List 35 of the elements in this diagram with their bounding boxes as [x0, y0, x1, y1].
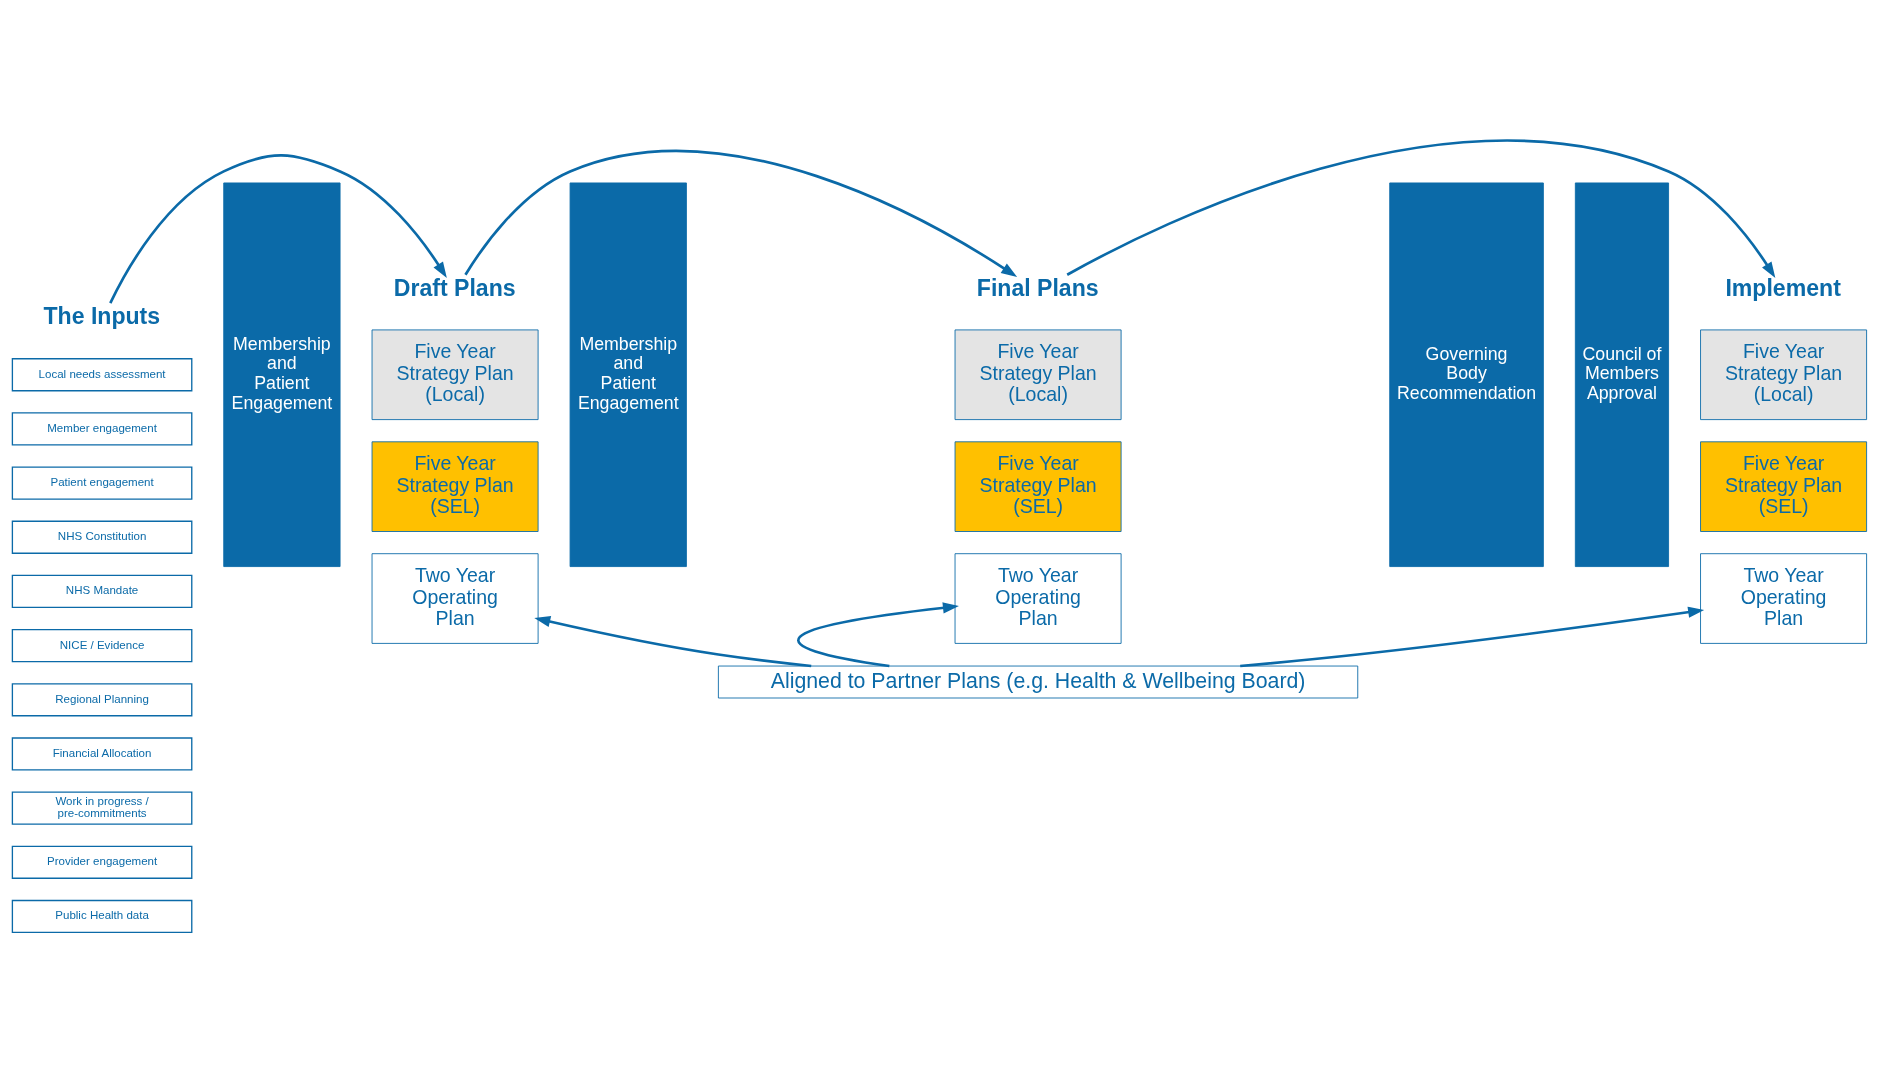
arrow [797, 602, 959, 668]
node-text: Implement [1725, 274, 1841, 301]
arrow [1240, 606, 1705, 668]
node-box: Membership and Patient Engagement [223, 182, 341, 568]
node-box: Governing Body Recommendation [1389, 182, 1544, 568]
node-box: Five Year Strategy Plan (SEL) [371, 441, 539, 532]
node-box: Two Year Operating Plan [371, 553, 539, 644]
node-box: Provider engagement [11, 845, 193, 879]
arrow [464, 150, 1018, 278]
arrow [534, 616, 812, 668]
arrow [109, 154, 447, 304]
node-box: Two Year Operating Plan [1700, 553, 1868, 644]
node-text: The Inputs [43, 303, 161, 330]
node-box: NHS Mandate [11, 574, 193, 609]
node-box: Member engagement [11, 412, 193, 446]
node-text: Draft Plans [393, 274, 516, 301]
node-box: Financial Allocation [11, 737, 193, 771]
node-box: Five Year Strategy Plan (SEL) [954, 441, 1122, 532]
node-box: Two Year Operating Plan [954, 553, 1122, 644]
node-box: Aligned to Partner Plans (e.g. Health & Wellbeing Board) [717, 665, 1359, 699]
node-box: Five Year Strategy Plan (SEL) [1700, 441, 1868, 532]
node-box: Regional Planning [11, 683, 193, 717]
node-box: Five Year Strategy Plan (Local) [954, 329, 1122, 421]
node-box: NICE / Evidence [11, 628, 193, 663]
node-box: Public Health data [11, 899, 193, 934]
node-box: Five Year Strategy Plan (Local) [371, 329, 539, 421]
node-box: Membership and Patient Engagement [569, 182, 687, 568]
node-box: NHS Constitution [11, 520, 193, 554]
arrow [1066, 139, 1776, 279]
node-text: Final Plans [976, 274, 1099, 301]
node-box: Local needs assessment [11, 358, 193, 392]
node-box: Council of Members Approval [1574, 182, 1670, 568]
node-box: Work in progress / pre-commitments [11, 791, 193, 825]
node-box: Patient engagement [11, 466, 193, 500]
node-box: Five Year Strategy Plan (Local) [1700, 329, 1868, 421]
